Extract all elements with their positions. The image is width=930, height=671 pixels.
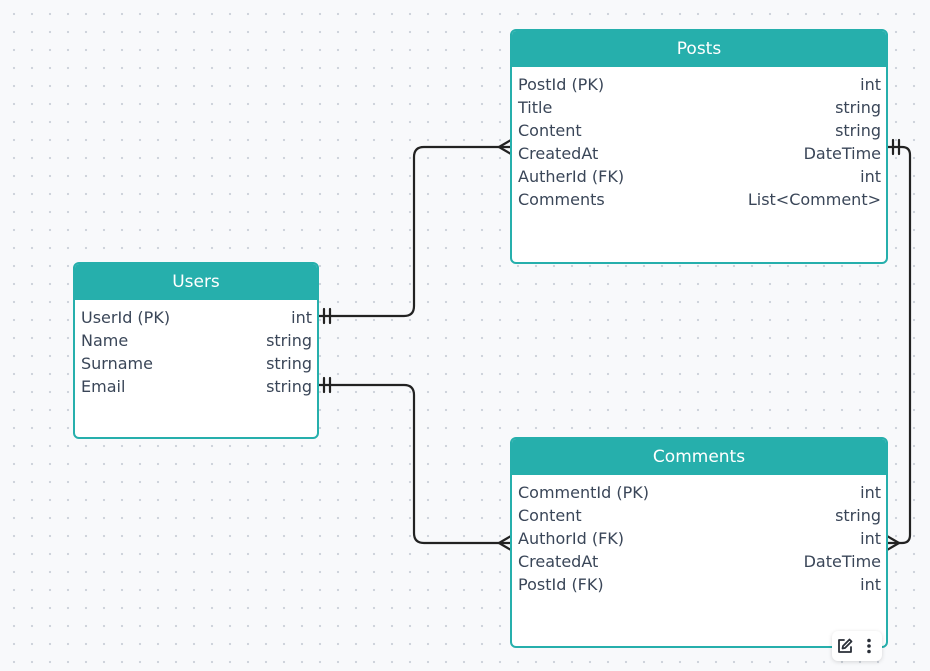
field-name: PostId (PK) (518, 75, 605, 94)
field-type: DateTime (803, 552, 881, 571)
field-name: UserId (PK) (81, 308, 171, 327)
field-name: PostId (FK) (518, 575, 604, 594)
edit-icon (838, 638, 853, 653)
comments-field-row[interactable]: CreatedAt DateTime (512, 550, 886, 573)
field-type: int (860, 483, 881, 502)
field-name: Content (518, 506, 582, 525)
node-toolbar (832, 631, 882, 661)
field-name: Comments (518, 190, 605, 209)
field-type: int (291, 308, 312, 327)
relationship-users-comments[interactable] (316, 383, 513, 545)
relationship-posts-comments[interactable] (885, 145, 912, 545)
comments-field-row[interactable]: AuthorId (FK) int (512, 527, 886, 550)
field-type: string (266, 377, 312, 396)
field-type: int (860, 167, 881, 186)
users-table-title: Users (75, 264, 317, 300)
field-name: CreatedAt (518, 144, 599, 163)
field-type: int (860, 575, 881, 594)
field-type: int (860, 75, 881, 94)
posts-field-row[interactable]: AutherId (FK) int (512, 165, 886, 188)
field-type: DateTime (803, 144, 881, 163)
comments-table-title: Comments (512, 439, 886, 475)
comments-table[interactable]: Comments CommentId (PK) int Content string… (510, 437, 888, 648)
field-name: Content (518, 121, 582, 140)
comments-field-row[interactable]: PostId (FK) int (512, 573, 886, 596)
field-name: AutherId (FK) (518, 167, 625, 186)
comments-field-row[interactable]: Content string (512, 504, 886, 527)
field-type: string (835, 98, 881, 117)
users-field-row[interactable]: Email string (75, 375, 317, 398)
field-type: string (835, 121, 881, 140)
users-table[interactable]: Users UserId (PK) int Name string Surname s… (73, 262, 319, 439)
users-field-row[interactable]: Surname string (75, 352, 317, 375)
posts-field-row[interactable]: Title string (512, 96, 886, 119)
posts-field-row[interactable]: CreatedAt DateTime (512, 142, 886, 165)
relationship-users-posts[interactable] (316, 145, 513, 318)
posts-table-title: Posts (512, 31, 886, 67)
field-name: Title (518, 98, 553, 117)
field-name: CommentId (PK) (518, 483, 649, 502)
users-field-row[interactable]: Name string (75, 329, 317, 352)
users-field-row[interactable]: UserId (PK) int (75, 306, 317, 329)
comments-field-row[interactable]: CommentId (PK) int (512, 481, 886, 504)
many-marker (497, 138, 513, 156)
field-type: int (860, 529, 881, 548)
field-type: string (266, 331, 312, 350)
posts-field-row[interactable]: PostId (PK) int (512, 73, 886, 96)
more-vertical-icon (866, 638, 871, 654)
field-name: Email (81, 377, 126, 396)
field-type: string (835, 506, 881, 525)
field-type: List<Comment> (747, 190, 881, 209)
posts-table[interactable]: Posts PostId (PK) int Title string Content… (510, 29, 888, 264)
posts-field-row[interactable]: Comments List<Comment> (512, 188, 886, 211)
edit-button[interactable] (835, 636, 855, 656)
field-name: Surname (81, 354, 153, 373)
more-button[interactable] (859, 636, 879, 656)
field-name: Name (81, 331, 129, 350)
field-name: CreatedAt (518, 552, 599, 571)
many-marker (885, 534, 901, 552)
field-name: AuthorId (FK) (518, 529, 625, 548)
posts-field-row[interactable]: Content string (512, 119, 886, 142)
field-type: string (266, 354, 312, 373)
many-marker (497, 534, 513, 552)
